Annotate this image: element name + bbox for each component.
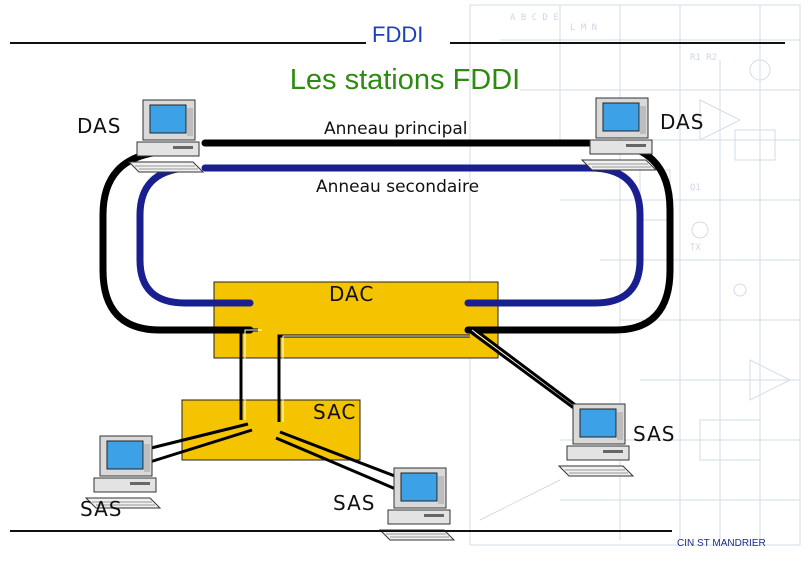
sac-sas-center-link — [279, 430, 401, 480]
sas-right-label: SAS — [633, 422, 676, 446]
title-rule-left — [10, 42, 366, 44]
sas-bottom-left-label: SAS — [80, 497, 123, 521]
computer-icon — [128, 99, 204, 173]
svg-text:TX: TX — [690, 243, 701, 253]
sac-sas-left-link-b — [136, 428, 253, 468]
footer-rule — [10, 530, 672, 532]
dac-sac-link-1b — [244, 329, 262, 420]
sac-label: SAC — [313, 400, 357, 424]
das-right-label: DAS — [660, 110, 705, 134]
primary-ring-label: Anneau principal — [324, 119, 468, 139]
sac-sas-center-link-b — [275, 436, 399, 492]
das-left-label: DAS — [77, 114, 122, 138]
dac-label: DAC — [329, 282, 375, 306]
secondary-ring — [136, 164, 644, 307]
dac-sas-link — [467, 328, 591, 422]
svg-text:Q1: Q1 — [690, 183, 701, 193]
svg-text:A B C D E: A B C D E — [510, 13, 559, 23]
sas-bottom-center-label: SAS — [333, 491, 376, 515]
secondary-ring-label: Anneau secondaire — [316, 177, 480, 197]
dac-box — [213, 281, 499, 359]
slide-subtitle: Les stations FDDI — [289, 64, 521, 96]
title-rule-right — [450, 42, 785, 44]
svg-text:R1 R2: R1 R2 — [690, 53, 717, 63]
footer-text: CIN ST MANDRIER — [677, 538, 766, 549]
svg-text:L M N: L M N — [570, 23, 597, 33]
dac-sac-link-2b — [282, 335, 470, 422]
computer-icon — [558, 403, 634, 477]
slide-title: FDDI — [372, 22, 424, 47]
sac-sas-left-link — [134, 422, 249, 454]
computer-icon — [581, 97, 657, 171]
